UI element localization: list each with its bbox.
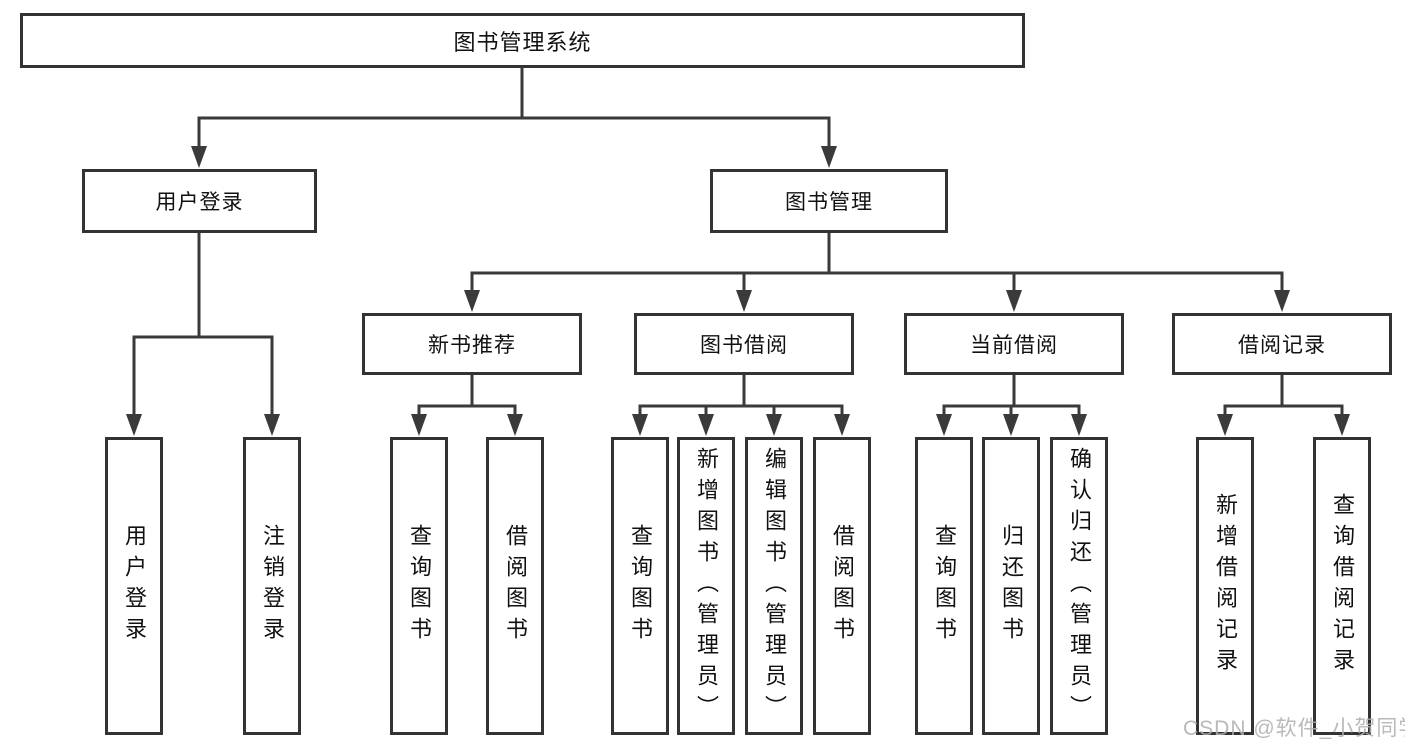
- leaf-label: 编辑图书（管理员）: [762, 446, 787, 726]
- leaf-label: 查询图书: [628, 524, 653, 648]
- node-label: 图书借阅: [700, 334, 788, 357]
- leaf-label: 查询借阅记录: [1330, 493, 1355, 679]
- node-current-borrowing: 当前借阅: [904, 313, 1124, 375]
- leaf-label: 归还图书: [999, 524, 1024, 648]
- leaf-confirm-return-admin: 确认归还（管理员）: [1050, 437, 1108, 735]
- leaf-add-borrow-record: 新增借阅记录: [1196, 437, 1254, 735]
- leaf-query-books: 查询图书: [915, 437, 973, 735]
- leaf-user-login: 用户登录: [105, 437, 163, 735]
- leaf-label: 确认归还（管理员）: [1067, 446, 1092, 726]
- node-label: 用户登录: [155, 191, 244, 214]
- leaf-label: 用户登录: [122, 524, 147, 648]
- leaf-query-books: 查询图书: [390, 437, 448, 735]
- leaf-label: 新增借阅记录: [1213, 493, 1238, 679]
- leaf-label: 查询图书: [932, 524, 957, 648]
- leaf-borrow-books: 借阅图书: [486, 437, 544, 735]
- leaf-label: 借阅图书: [503, 524, 528, 648]
- leaf-label: 查询图书: [407, 524, 432, 648]
- leaf-add-books-admin: 新增图书（管理员）: [677, 437, 735, 735]
- leaf-label: 注销登录: [260, 524, 285, 648]
- node-library-management-system: 图书管理系统: [20, 13, 1025, 68]
- leaf-edit-books-admin: 编辑图书（管理员）: [745, 437, 803, 735]
- leaf-query-books: 查询图书: [611, 437, 669, 735]
- leaf-borrow-books: 借阅图书: [813, 437, 871, 735]
- leaf-query-borrow-record: 查询借阅记录: [1313, 437, 1371, 735]
- node-label: 图书管理: [785, 191, 873, 214]
- node-book-borrowing: 图书借阅: [634, 313, 854, 375]
- node-label: 新书推荐: [428, 334, 516, 357]
- node-borrowing-records: 借阅记录: [1172, 313, 1392, 375]
- leaf-label: 新增图书（管理员）: [694, 446, 719, 726]
- watermark: CSDN @软件_小贺同学: [1183, 717, 1405, 740]
- node-user-login: 用户登录: [82, 169, 317, 233]
- node-label: 当前借阅: [970, 334, 1058, 357]
- node-label: 图书管理系统: [453, 29, 592, 55]
- node-new-book-recommendation: 新书推荐: [362, 313, 582, 375]
- leaf-logout: 注销登录: [243, 437, 301, 735]
- leaf-label: 借阅图书: [830, 524, 855, 648]
- node-label: 借阅记录: [1238, 334, 1326, 357]
- leaf-return-books: 归还图书: [982, 437, 1040, 735]
- node-book-management: 图书管理: [710, 169, 948, 233]
